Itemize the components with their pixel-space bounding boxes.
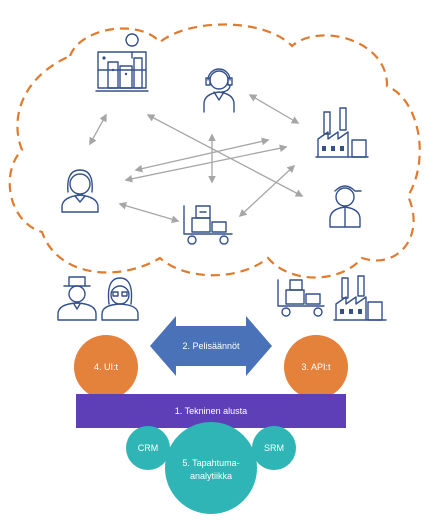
gentleman-icon — [57, 276, 97, 321]
ui-circle — [74, 335, 138, 399]
srm-label: SRM — [264, 443, 284, 453]
woman-glasses-icon — [101, 277, 139, 321]
arrow-agent-woman — [134, 137, 270, 173]
api-circle — [284, 335, 348, 399]
tapahtuma-label-line1: 5. Tapahtuma- — [182, 458, 239, 468]
pelisaannot-arrow — [150, 316, 272, 376]
arrow-city-woman — [89, 113, 107, 146]
call-center-agent-icon — [203, 68, 235, 113]
city-map-icon — [95, 33, 149, 92]
cargo-trolley-icon — [183, 205, 233, 245]
delivery-man-icon — [329, 185, 362, 228]
crm-label: CRM — [138, 443, 159, 453]
cargo-trolley-icon — [277, 279, 325, 317]
ui-label: 4. UI:t — [94, 362, 119, 372]
api-label: 3. API:t — [301, 362, 331, 372]
arrow-trolley-factory — [238, 164, 296, 218]
ecosystem-cloud — [8, 23, 421, 279]
arrow-woman-trolley — [118, 202, 180, 223]
factory-icon — [333, 275, 387, 321]
arrow-city-deliveryman — [146, 114, 304, 197]
tekninen-alusta-label: 1. Tekninen alusta — [175, 406, 247, 416]
connection-arrows — [89, 94, 304, 223]
pelisaannot-label: 2. Pelisäännöt — [182, 341, 240, 351]
tapahtuma-analytiikka-circle — [165, 422, 257, 514]
crm-circle — [126, 426, 170, 470]
arrow-agent-factory — [248, 94, 300, 124]
woman-icon — [61, 169, 99, 213]
factory-icon — [315, 107, 369, 158]
srm-circle — [252, 426, 296, 470]
tapahtuma-label-line2: analytiikka — [190, 471, 232, 481]
